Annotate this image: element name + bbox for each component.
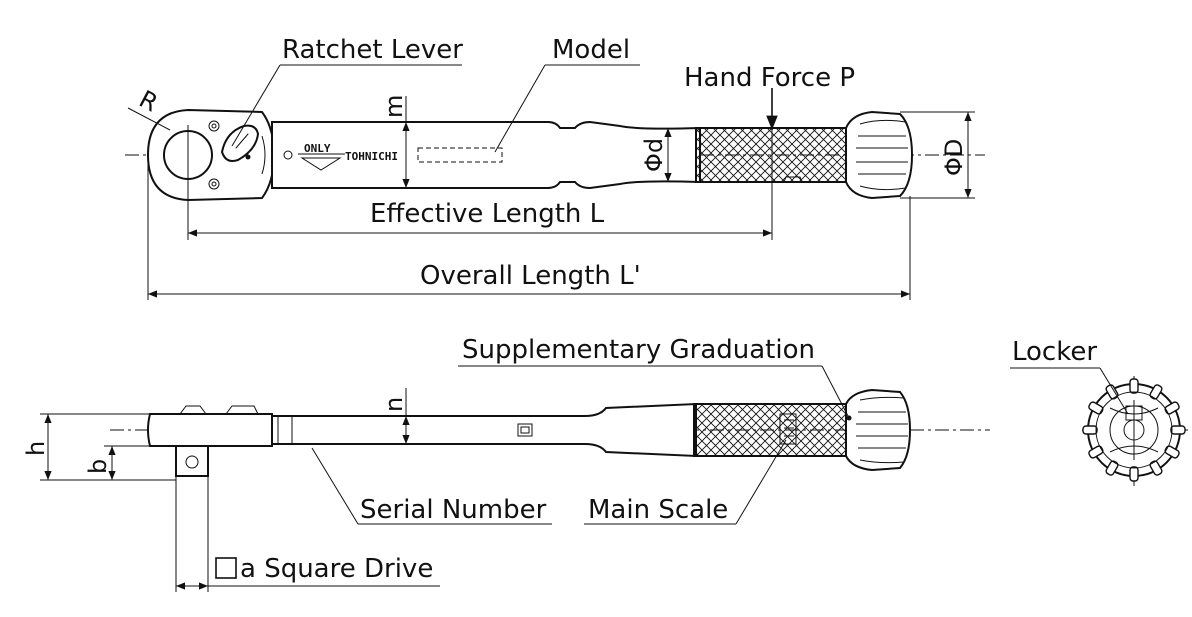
ratchet-head bbox=[146, 108, 276, 202]
knob-tooth bbox=[1149, 460, 1163, 476]
locker-label: Locker bbox=[1012, 337, 1097, 367]
phi-D-label: ΦD bbox=[940, 139, 968, 176]
ratchet-lever-leader bbox=[231, 64, 281, 147]
model-label: Model bbox=[552, 35, 630, 65]
knob-tooth bbox=[1149, 384, 1163, 400]
radius-label: R bbox=[135, 85, 163, 118]
square-drive-part bbox=[175, 445, 209, 477]
knob-tooth bbox=[1088, 401, 1104, 415]
brand-marking: TOHNICHI bbox=[345, 150, 398, 163]
handle-body-side bbox=[271, 402, 697, 458]
handle-body-top: ONLY TOHNICHI bbox=[271, 120, 701, 190]
knob-tooth bbox=[1129, 378, 1139, 394]
overall-length-label: Overall Length L' bbox=[420, 261, 641, 291]
main-scale-label: Main Scale bbox=[588, 495, 728, 525]
locker-leader bbox=[1099, 367, 1129, 415]
phi-d-label: Φd bbox=[640, 138, 668, 172]
end-knob-top bbox=[845, 110, 914, 200]
model-leader bbox=[494, 64, 546, 153]
hand-force-label: Hand Force P bbox=[684, 63, 855, 93]
serial-number-label: Serial Number bbox=[360, 495, 547, 525]
end-view-locker: Locker bbox=[1010, 337, 1188, 486]
ratchet-head-side bbox=[147, 413, 273, 447]
top-view: ONLY TOHNICHI Hand Force P Ratchet Lever bbox=[125, 35, 985, 300]
b-label: b bbox=[84, 459, 112, 474]
end-knob-side bbox=[845, 388, 912, 472]
knob-tooth bbox=[1164, 445, 1180, 459]
n-label: n bbox=[380, 397, 408, 412]
knob-tooth bbox=[1105, 460, 1119, 476]
grip-knurl-side bbox=[693, 403, 847, 457]
grip-knurl-top bbox=[695, 127, 847, 183]
ratchet-lever-label: Ratchet Lever bbox=[282, 35, 463, 65]
knob-tooth bbox=[1129, 466, 1139, 482]
square-drive-label: a Square Drive bbox=[240, 554, 433, 584]
side-view: n h b Supplementary Graduation Serial Nu… bbox=[22, 335, 990, 592]
radius-leader bbox=[127, 107, 171, 131]
knob-tooth bbox=[1170, 425, 1186, 435]
supplementary-graduation-label: Supplementary Graduation bbox=[462, 335, 815, 365]
square-symbol-icon bbox=[215, 557, 237, 579]
serial-number-plate bbox=[517, 423, 533, 437]
supplementary-graduation-leader bbox=[821, 365, 849, 417]
h-label: h bbox=[22, 441, 50, 456]
only-marking: ONLY bbox=[304, 142, 331, 155]
knob-tooth bbox=[1164, 401, 1180, 415]
main-scale-leader bbox=[735, 439, 787, 525]
knob-tooth bbox=[1088, 445, 1104, 459]
knob-tooth bbox=[1105, 384, 1119, 400]
effective-length-label: Effective Length L bbox=[370, 199, 605, 229]
model-window bbox=[417, 147, 503, 163]
knob-tooth bbox=[1082, 425, 1098, 435]
serial-number-leader bbox=[311, 447, 359, 525]
m-label: m bbox=[380, 95, 408, 118]
